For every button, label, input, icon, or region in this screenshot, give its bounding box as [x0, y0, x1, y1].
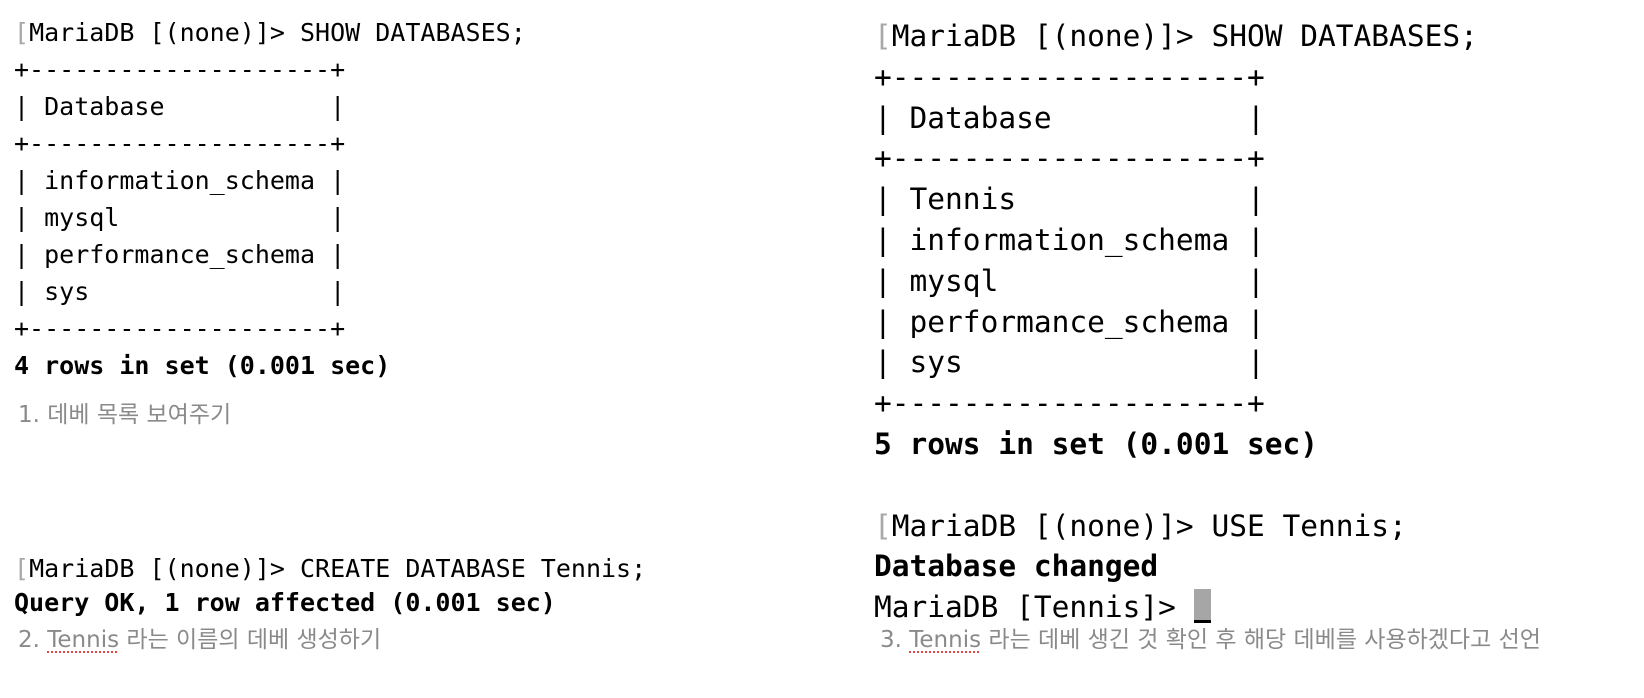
- table-header-row: | Database |: [874, 100, 1265, 135]
- table-border: +--------------------+: [14, 129, 346, 158]
- caption-text: 라는 이름의 데베 생성하기: [119, 627, 382, 653]
- result-summary: Database changed: [874, 549, 1159, 584]
- caption-number: 3.: [880, 627, 910, 653]
- left-terminal-create-database: [MariaDB [(none)]> CREATE DATABASE Tenni…: [14, 552, 646, 620]
- command-line: [MariaDB [(none)]> USE Tennis;: [874, 506, 1478, 547]
- text-cursor: [1193, 589, 1211, 624]
- selection-bracket: [: [14, 18, 30, 47]
- right-terminal-use-database: [MariaDB [(none)]> SHOW DATABASES;+-----…: [874, 16, 1478, 628]
- caption-step-1: 1. 데베 목록 보여주기: [18, 402, 232, 428]
- prompt-text: MariaDB [(none)]> CREATE DATABASE Tennis…: [29, 554, 647, 583]
- table-border: +--------------------+: [874, 59, 1265, 94]
- result-summary: 4 rows in set (0.001 sec): [14, 351, 391, 380]
- table-row: | performance_schema |: [14, 240, 346, 269]
- table-row: | performance_schema |: [874, 304, 1265, 339]
- prompt-text: MariaDB [(none)]> SHOW DATABASES;: [891, 19, 1478, 53]
- selection-bracket: [: [874, 508, 892, 543]
- prompt-text: MariaDB [(none)]> USE Tennis;: [891, 508, 1407, 543]
- table-row: | Tennis |: [874, 182, 1265, 217]
- table-header-row: | Database |: [14, 92, 346, 121]
- table-border: +--------------------+: [874, 386, 1265, 421]
- prompt-text: MariaDB [Tennis]>: [874, 590, 1194, 625]
- caption-step-3: 3. Tennis 라는 데베 생긴 것 확인 후 해당 데베를 사용하겠다고 …: [880, 620, 1541, 654]
- table-row: | mysql |: [874, 263, 1265, 298]
- table-border: +--------------------+: [874, 141, 1265, 176]
- caption-step-2: 2. Tennis 라는 이름의 데베 생성하기: [18, 620, 381, 654]
- caption-text: 라는 데베 생긴 것 확인 후 해당 데베를 사용하겠다고 선언: [981, 627, 1541, 653]
- active-prompt-line[interactable]: MariaDB [Tennis]>: [874, 587, 1478, 628]
- prompt-text: MariaDB [(none)]> SHOW DATABASES;: [29, 18, 526, 47]
- result-summary: 5 rows in set (0.001 sec): [874, 426, 1319, 461]
- result-summary: Query OK, 1 row affected (0.001 sec): [14, 588, 556, 617]
- table-row: | sys |: [14, 277, 346, 306]
- selection-bracket: [: [874, 19, 892, 53]
- spellcheck-word[interactable]: Tennis: [909, 627, 982, 653]
- table-row: | information_schema |: [14, 166, 346, 195]
- table-border: +--------------------+: [14, 55, 346, 84]
- table-row: | sys |: [874, 345, 1265, 380]
- command-line: [MariaDB [(none)]> CREATE DATABASE Tenni…: [14, 552, 646, 586]
- selection-bracket: [: [14, 554, 30, 583]
- left-terminal-show-databases: [MariaDB [(none)]> SHOW DATABASES; +-----…: [14, 14, 526, 384]
- table-border: +--------------------+: [14, 314, 346, 343]
- table-row: | information_schema |: [874, 222, 1265, 257]
- caption-number: 2.: [18, 627, 48, 653]
- spellcheck-word[interactable]: Tennis: [47, 627, 120, 653]
- command-line: [MariaDB [(none)]> SHOW DATABASES;: [874, 16, 1478, 57]
- table-row: | mysql |: [14, 203, 346, 232]
- command-line: [MariaDB [(none)]> SHOW DATABASES;: [14, 14, 526, 51]
- blank-line: [874, 465, 1478, 506]
